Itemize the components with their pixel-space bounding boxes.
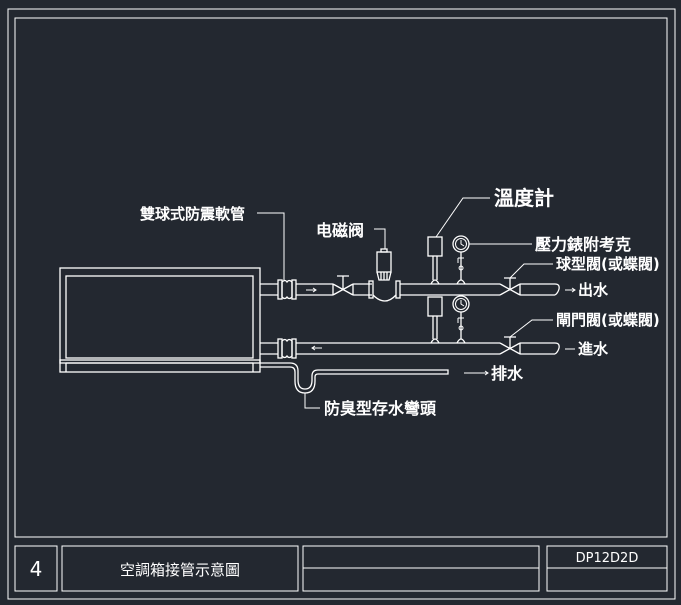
solenoid-valve [368,248,401,302]
pipe-cap-inlet [554,342,560,355]
ball-valve-outlet [499,277,521,296]
flow-arrow-in [311,345,322,351]
gate-valve-inlet [499,336,521,355]
drawing-code: DP12D2D [576,551,639,566]
label-ball-valve: 球型閥(或蝶閥) [556,255,660,273]
sheet-number: 4 [30,557,43,581]
label-thermometer: 溫度計 [494,186,554,210]
label-pressure-gauge: 壓力錶附考克 [535,235,631,254]
pipe-cap-outlet [554,283,560,296]
title-cell-title [61,545,299,592]
label-outlet: 出水 [578,281,609,299]
inlet-pipe [260,295,575,359]
label-gate-valve: 閘門閥(或蝶閥) [556,311,660,329]
flex-connector-lower [277,338,297,359]
inner-frame [14,17,668,538]
label-inlet: 進水 [578,340,609,358]
drain-arrow [464,370,489,376]
title-cell-number [14,545,58,592]
label-drain: 排水 [491,364,524,383]
drain-trap [260,362,489,394]
outlet-arrow [565,287,576,293]
flex-connector-upper [277,279,297,300]
flow-arrow-out [306,287,317,293]
pressure-gauge-lower [452,295,470,344]
outlet-pipe [260,235,576,302]
thermometer-upper [427,236,443,285]
valve-upper-1 [332,275,354,296]
pressure-gauge-upper [452,235,470,285]
title-block: 4 空調箱接管示意圖 DP12D2D [14,545,668,592]
label-trap: 防臭型存水彎頭 [324,399,437,418]
thermometer-lower [427,296,443,344]
drawing-title: 空調箱接管示意圖 [120,561,240,579]
outer-frame [7,8,676,600]
label-flex-connector: 雙球式防震軟管 [140,205,245,223]
leader-lines [257,197,553,409]
label-solenoid-valve: 电磁阀 [316,221,364,240]
air-handling-unit [59,267,261,373]
